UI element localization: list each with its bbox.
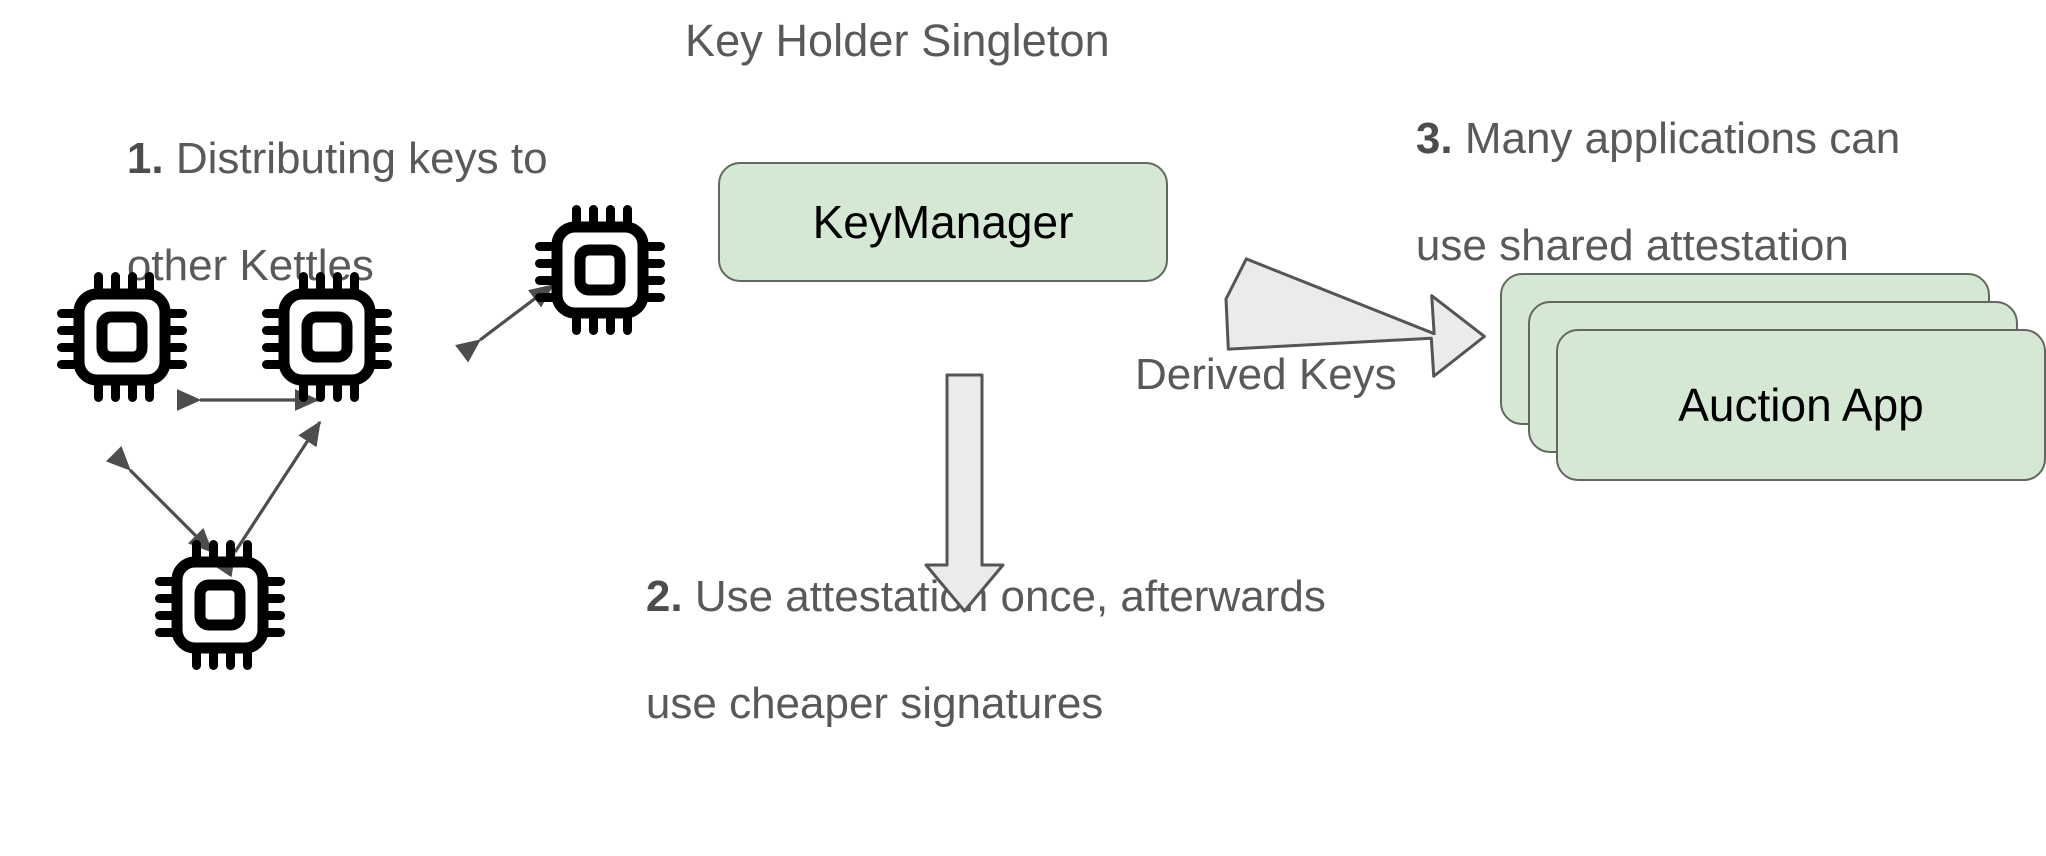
annotation-2-line1: Use attestation once, afterwards (682, 571, 1326, 621)
kettle-chip-left (57, 272, 187, 402)
annotation-1: 1. Distributing keys to other Kettles (78, 78, 548, 346)
kettle-chip-bottom (155, 540, 285, 670)
annotation-3-number: 3. (1415, 113, 1453, 163)
kettle-link-bottom-middle (213, 420, 322, 578)
kettle-chip-top-right (535, 205, 665, 335)
edge-label-derived-keys: Derived Keys (1135, 350, 1397, 399)
annotation-2-line2: use cheaper signatures (645, 679, 1104, 729)
annotation-1-line1: Distributing keys to (163, 133, 548, 183)
annotation-2-number: 2. (645, 571, 683, 621)
kettle-cluster (0, 0, 760, 760)
kettle-chip-middle (262, 272, 392, 402)
node-auction-app-label: Auction App (1678, 379, 1924, 431)
auction-app-card-front[interactable]: Auction App (1556, 329, 2046, 481)
annotation-1-number: 1. (126, 133, 164, 183)
annotation-3-line1: Many applications can (1452, 113, 1901, 163)
annotation-3-line2: use shared attestation (1415, 221, 1849, 271)
annotation-1-line2: other Kettles (126, 241, 374, 291)
diagram-title: Key Holder Singleton (685, 15, 1110, 66)
kettle-link-left-bottom (106, 446, 214, 554)
node-auction-app-stack[interactable]: Auction App (1500, 273, 2046, 493)
node-keymanager-label: KeyManager (812, 196, 1074, 248)
node-keymanager[interactable]: KeyManager (718, 162, 1168, 282)
